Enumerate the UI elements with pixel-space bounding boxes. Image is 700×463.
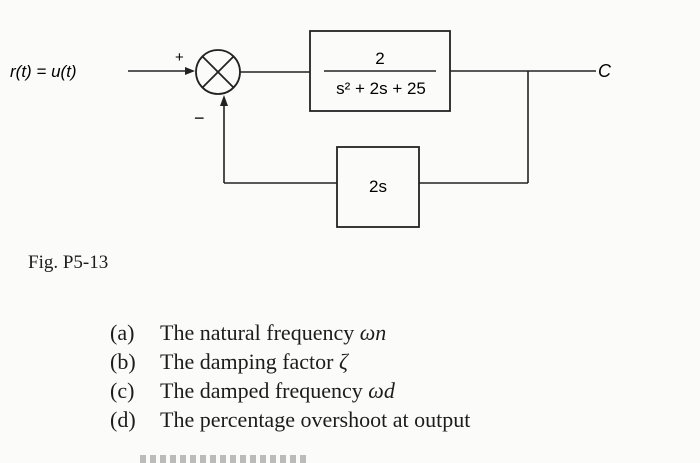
input-label: r(t) = u(t) xyxy=(10,62,77,81)
block-diagram: r(t) = u(t) + − 2 s² + 2s + 25 C 2s xyxy=(10,30,612,228)
question-text: The natural frequency xyxy=(160,320,360,345)
question-symbol: ζ xyxy=(339,349,348,374)
feedback-arrowhead xyxy=(220,95,228,106)
question-label: (c) xyxy=(110,378,135,403)
question-text: The damping factor xyxy=(160,349,339,374)
question-symbol: ωn xyxy=(359,320,387,345)
feedback-label: 2s xyxy=(369,177,387,196)
cropped-text-fragment xyxy=(140,455,310,463)
summing-junction xyxy=(195,49,241,95)
question-label: (a) xyxy=(110,320,135,345)
forward-denominator: s² + 2s + 25 xyxy=(336,79,426,98)
question-text: The damped frequency xyxy=(160,378,369,403)
forward-transfer-block: 2 s² + 2s + 25 xyxy=(309,30,451,112)
question-symbol: ωd xyxy=(368,378,395,403)
input-arrowhead xyxy=(185,67,195,75)
question-b: (b) The damping factor ζ xyxy=(110,347,470,376)
feedback-transfer-block: 2s xyxy=(336,146,420,228)
question-label: (d) xyxy=(110,407,136,432)
figure-caption: Fig. P5-13 xyxy=(28,252,109,273)
question-list: (a) The natural frequency ωn (b) The dampi… xyxy=(110,318,470,434)
question-label: (b) xyxy=(110,349,136,374)
question-c: (c) The damped frequency ωd xyxy=(110,376,470,405)
forward-numerator: 2 xyxy=(375,49,384,68)
question-text: The percentage overshoot at output xyxy=(160,407,471,432)
minus-sign: − xyxy=(194,108,205,128)
question-d: (d) The percentage overshoot at output xyxy=(110,405,470,434)
output-label: C xyxy=(598,61,612,81)
plus-sign: + xyxy=(175,49,184,66)
question-a: (a) The natural frequency ωn xyxy=(110,318,470,347)
